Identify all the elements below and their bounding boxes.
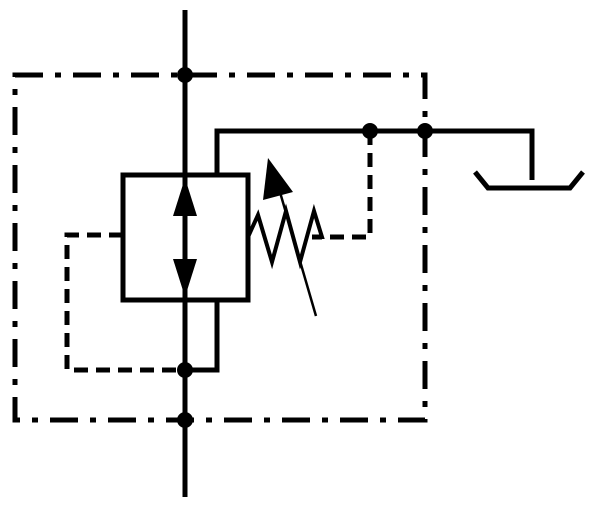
junction-dot <box>177 362 193 378</box>
junction-dot <box>362 123 378 139</box>
drain-line <box>185 300 220 373</box>
adjustment-arrow-shaft <box>273 174 318 317</box>
outlet-line <box>214 128 535 180</box>
junction-dot <box>177 412 193 428</box>
flow-arrow-up-icon <box>173 178 197 216</box>
pilot-line-right <box>312 131 373 240</box>
junction-dot <box>417 123 433 139</box>
pilot-line-left <box>64 232 185 373</box>
adjustable-spring-icon <box>246 203 325 270</box>
flow-arrow-down-icon <box>173 259 197 297</box>
enclosure-boundary <box>12 72 428 423</box>
junction-dot <box>177 67 193 83</box>
tank-icon <box>473 170 585 191</box>
adjustment-arrow-head-icon <box>263 158 293 200</box>
